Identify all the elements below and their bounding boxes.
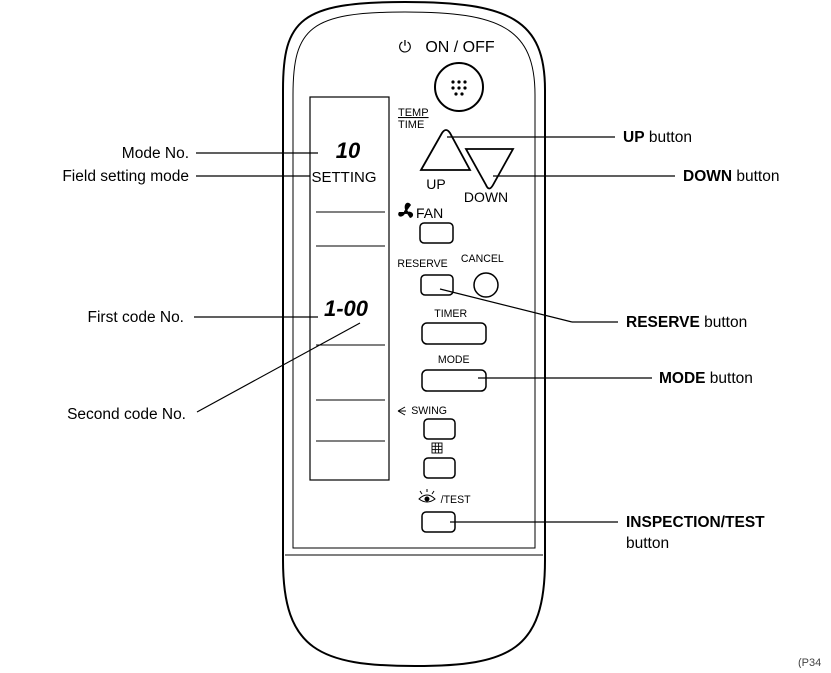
inspection-eye-icon — [418, 489, 436, 503]
up-button[interactable]: UP — [419, 129, 472, 192]
timer-label: TIMER — [434, 308, 467, 320]
cancel-button[interactable] — [473, 272, 499, 298]
callout-first-code-no: First code No. — [88, 309, 184, 326]
callout-field-setting-mode: Field setting mode — [62, 168, 189, 185]
test-label: /TEST — [441, 494, 471, 506]
power-icon: ⏻ — [399, 39, 412, 56]
swing-button[interactable] — [423, 418, 456, 440]
timer-button[interactable] — [421, 322, 487, 345]
callout-up-button: UP button — [623, 129, 692, 146]
display-mode-no: 10 — [336, 138, 361, 163]
down-triangle-icon — [464, 148, 515, 190]
cancel-label: CANCEL — [461, 253, 504, 265]
callout-inspection-test-label: INSPECTION/TEST — [626, 514, 765, 531]
down-label: DOWN — [464, 189, 508, 205]
callouts-left: Mode No. Field setting mode First code N… — [62, 145, 361, 423]
mode-button[interactable] — [421, 369, 487, 392]
swing-label: SWING — [411, 405, 447, 417]
callout-mode-button: MODE button — [659, 370, 753, 387]
filter-grid-icon — [431, 442, 443, 454]
callout-down-button: DOWN button — [683, 168, 779, 185]
temp-label: TEMP — [398, 107, 429, 119]
reserve-button[interactable] — [420, 274, 454, 296]
up-triangle-icon — [419, 129, 472, 171]
callout-mode-no: Mode No. — [122, 145, 189, 162]
power-button-dots-icon — [451, 80, 467, 96]
callout-second-code-no: Second code No. — [67, 406, 186, 423]
display-setting-label: SETTING — [311, 169, 376, 186]
time-label: TIME — [398, 119, 424, 131]
remote-body — [282, 0, 546, 668]
swing-icon — [397, 406, 406, 416]
callout-reserve-button: RESERVE button — [626, 314, 747, 331]
up-label: UP — [426, 176, 445, 192]
callouts-right: UP button DOWN button RESERVE button MOD… — [439, 129, 779, 552]
power-label: ON / OFF — [425, 39, 495, 56]
figure-reference: (P34 — [798, 657, 821, 668]
reserve-label: RESERVE — [397, 258, 447, 270]
fan-icon — [398, 202, 414, 218]
mode-label: MODE — [438, 354, 470, 366]
fan-label: FAN — [416, 205, 443, 221]
down-button[interactable]: DOWN — [464, 148, 515, 205]
fan-button[interactable] — [419, 222, 454, 244]
callout-inspection-test-rest: button — [626, 535, 669, 552]
filter-button[interactable] — [423, 457, 456, 479]
power-button[interactable]: ⏻ ON / OFF — [399, 39, 495, 112]
display-code-value: 1-00 — [324, 296, 369, 321]
lcd-display: 10 SETTING 1-00 — [309, 96, 390, 481]
